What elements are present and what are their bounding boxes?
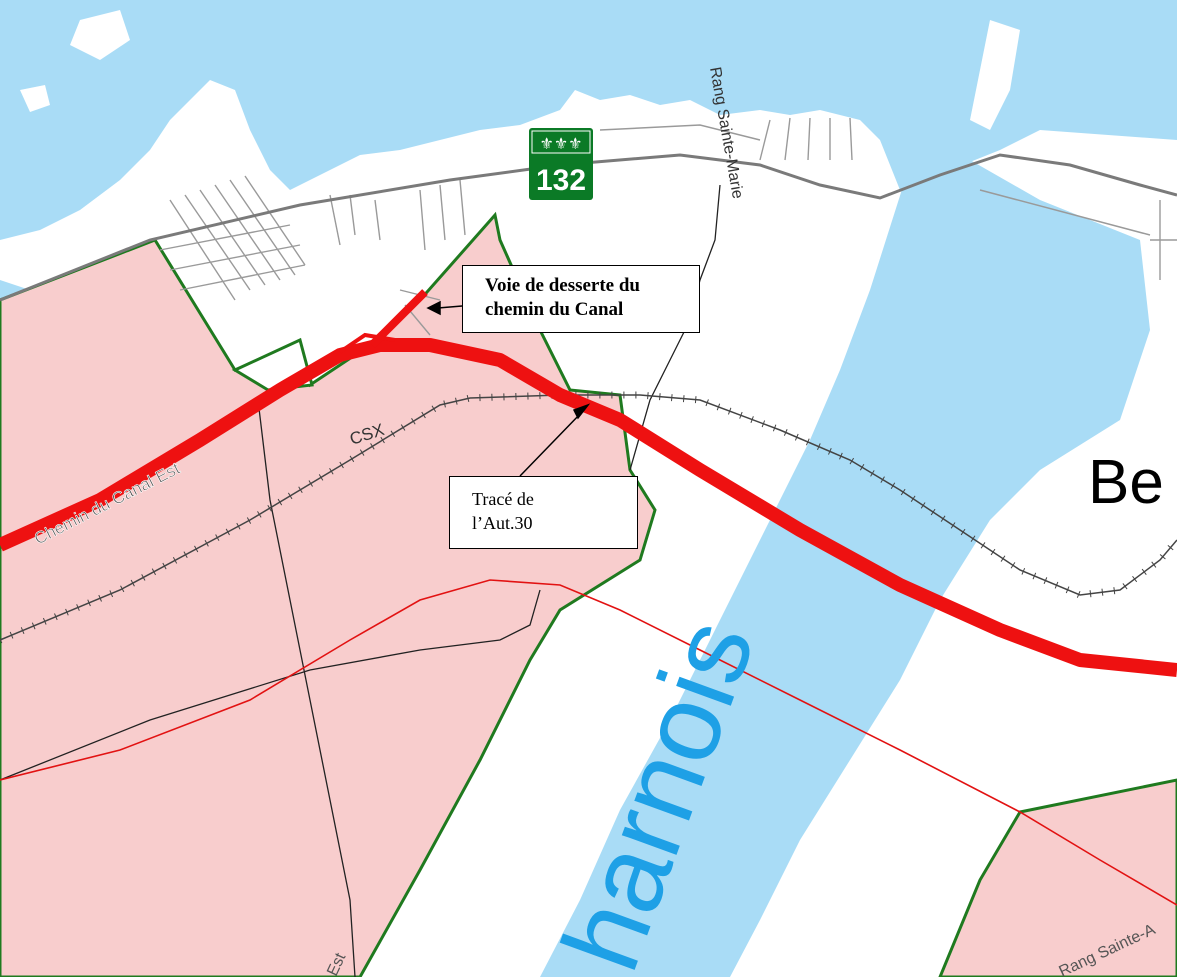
callout-aut30-line2: l’Aut.30 (472, 513, 533, 533)
route-132-number: 132 (536, 164, 586, 197)
fleur-de-lis-icon: ⚜⚜⚜ (539, 134, 582, 153)
route-132-shield: ⚜⚜⚜ 132 (529, 128, 593, 200)
csx-railway (0, 394, 1177, 641)
autoroute-30 (0, 338, 1177, 677)
canal-water (540, 160, 1150, 977)
canal-island (970, 20, 1020, 130)
callout-voie-de-desserte: Voie de desserte du chemin du Canal (462, 265, 700, 333)
place-label-beauharnois: Be (1088, 448, 1164, 517)
road-grey (599, 124, 1151, 236)
callout-desserte-line1: Voie de desserte du (485, 275, 640, 296)
interchange-ramp (338, 332, 396, 354)
callout-aut30-line1: Tracé de (472, 489, 534, 509)
route-132-road (0, 153, 1177, 302)
street-grid (159, 117, 1177, 336)
callout-arrows (426, 300, 591, 477)
red-boundary-lines (0, 579, 1177, 906)
island (20, 85, 50, 112)
canal-island (1044, 150, 1062, 185)
river-water-north (0, 0, 1177, 240)
zone-southeast (938, 778, 1177, 977)
island (70, 10, 130, 60)
callout-trace-aut30: Tracé de l’Aut.30 (449, 476, 638, 549)
callout-desserte-line2: chemin du Canal (485, 299, 624, 320)
